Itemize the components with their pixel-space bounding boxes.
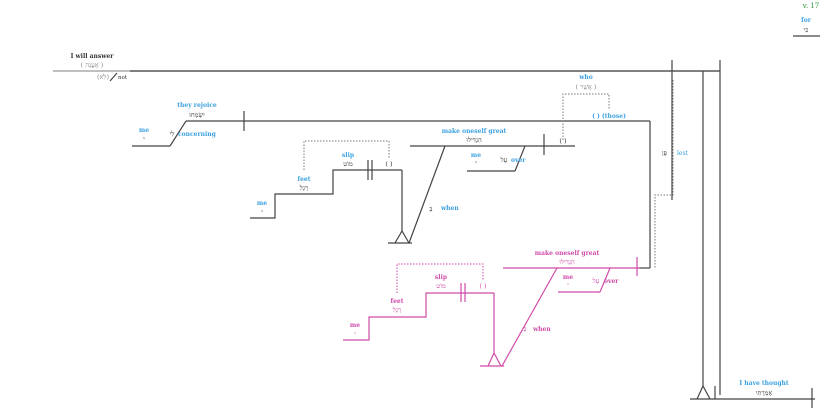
pink-when-hebrew: בְּ xyxy=(523,325,526,333)
negation-slant xyxy=(109,72,118,82)
verse-label: v. 17 xyxy=(802,2,819,10)
me-english: me xyxy=(139,127,149,134)
pink-great-english: make oneself great xyxy=(535,250,600,257)
pedestal xyxy=(394,229,410,244)
slip-hebrew: מוֹט xyxy=(343,160,353,168)
pink-slip-english: slip xyxy=(435,274,447,281)
slip-english: slip xyxy=(342,152,354,159)
over-english: over xyxy=(511,157,526,164)
for-english: for xyxy=(801,17,812,24)
pink-over-me-english: me xyxy=(563,274,573,281)
pink-when-slant xyxy=(501,267,558,367)
who-connector xyxy=(562,93,610,140)
pink-over-slant xyxy=(599,267,611,293)
concerning-hebrew: לִי xyxy=(170,130,175,138)
who-english: who xyxy=(578,74,593,81)
pink-feet-english: feet xyxy=(391,298,404,305)
feet-hebrew: רַגְלִ xyxy=(299,184,309,192)
slip-placeholder: ( ) xyxy=(385,160,393,168)
great-hebrew: הִגְדִּילוּ xyxy=(465,136,482,144)
pink-over-me-hebrew: י xyxy=(567,281,569,289)
when-slant xyxy=(408,145,446,244)
those-label: ( ) (those) xyxy=(592,113,626,120)
final-pedestal xyxy=(696,384,711,400)
lest-connector xyxy=(654,80,674,268)
rejoice-english: they rejoice xyxy=(177,102,217,109)
concerning-english: concerning xyxy=(178,131,217,138)
pink-slip-placeholder: ( ) xyxy=(479,282,487,290)
feet-me-english: me xyxy=(257,200,267,207)
pink-over-english: over xyxy=(604,278,619,285)
feet-english: feet xyxy=(298,176,311,183)
pink-when-english: when xyxy=(532,326,551,333)
negation-english: not xyxy=(118,75,128,81)
pink-pedestal xyxy=(487,351,502,367)
rejoice-hebrew: יִשְׂמְחוּ xyxy=(188,111,205,119)
feet-me-hebrew: י xyxy=(261,208,263,216)
concerning-slant xyxy=(169,120,187,147)
pink-me-hebrew: י xyxy=(354,330,356,338)
negation-hebrew: (לֹא) xyxy=(97,73,110,81)
pink-me-english: me xyxy=(350,322,360,329)
pink-slip-hebrew: מוֹט xyxy=(436,282,446,290)
great-english: make oneself great xyxy=(442,128,507,135)
pink-feet-connector xyxy=(396,263,484,293)
for-hebrew: כִּי xyxy=(804,26,809,34)
over-me-english: me xyxy=(471,152,481,159)
final-english: I have thought xyxy=(739,380,789,387)
answer-english: I will answer xyxy=(71,53,115,60)
pink-over-hebrew: עַל xyxy=(592,277,600,285)
great-placeholder: ( ) xyxy=(559,137,567,145)
final-hebrew: אָמַרְתִּי xyxy=(756,389,773,397)
pink-feet-steps xyxy=(343,292,494,341)
over-me-hebrew: י xyxy=(475,159,477,167)
lest-hebrew: פֶּן xyxy=(662,149,668,157)
feet-steps xyxy=(250,169,402,219)
pink-great-hebrew: הִגְדִּילוּ xyxy=(558,258,575,266)
over-hebrew: עַל xyxy=(500,156,508,164)
who-hebrew: ( אֲשֶׁר ) xyxy=(576,83,597,91)
when-hebrew: בְּ xyxy=(429,205,432,213)
lest-english: lest xyxy=(677,150,689,157)
answer-hebrew: ( אֶעֱנֶה ) xyxy=(81,61,104,69)
me-hebrew: י xyxy=(143,135,145,143)
when-english: when xyxy=(440,205,459,212)
pink-feet-hebrew: רַגְלִ xyxy=(392,306,402,314)
over-slant xyxy=(514,145,526,172)
